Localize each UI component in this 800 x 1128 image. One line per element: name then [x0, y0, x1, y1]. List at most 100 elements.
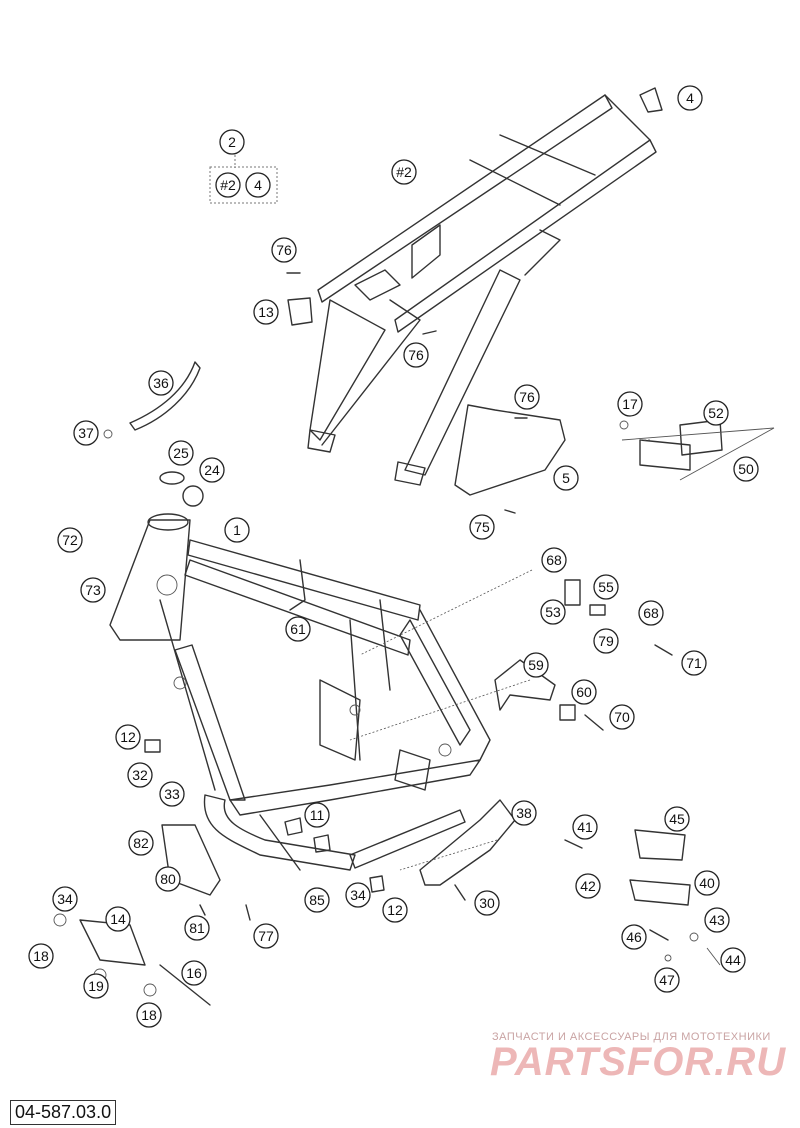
callout-2-frame: #2	[391, 159, 417, 185]
callout-circle	[168, 440, 194, 466]
callout-label: 61	[290, 621, 306, 637]
callout-42: 42	[575, 873, 601, 899]
callout-label: 30	[479, 895, 495, 911]
callout-circle	[541, 547, 567, 573]
callout-circle	[677, 85, 703, 111]
callout-label: 32	[132, 767, 148, 783]
callout-label: 19	[88, 978, 104, 994]
callout-circle	[253, 923, 279, 949]
callout-41: 41	[572, 814, 598, 840]
leader-lines	[234, 155, 650, 871]
callout-46: 46	[621, 924, 647, 950]
callout-71: 71	[681, 650, 707, 676]
callout-label: 4	[686, 90, 694, 106]
callout-circle	[654, 967, 680, 993]
callout-circle	[128, 830, 154, 856]
callout-label: 34	[350, 887, 366, 903]
callout-label: 59	[528, 657, 544, 673]
callout-label: 82	[133, 835, 149, 851]
callout-label: 80	[160, 871, 176, 887]
callout-25: 25	[168, 440, 194, 466]
callout-75: 75	[469, 514, 495, 540]
callout-68-b: 68	[638, 600, 664, 626]
callout-85: 85	[304, 887, 330, 913]
callout-18-b: 18	[136, 1002, 162, 1028]
callout-label: 18	[33, 948, 49, 964]
callout-50: 50	[733, 456, 759, 482]
callout-72: 72	[57, 527, 83, 553]
callout-4-top: 4	[677, 85, 703, 111]
callout-label: 34	[57, 891, 73, 907]
callout-label: 46	[626, 929, 642, 945]
callout-circle	[345, 882, 371, 908]
rear-subframe-drawing	[307, 87, 663, 486]
callout-40: 40	[694, 870, 720, 896]
callout-circle	[540, 599, 566, 625]
callout-circle	[609, 704, 635, 730]
callout-circle	[469, 514, 495, 540]
callout-circle	[593, 574, 619, 600]
callout-38: 38	[511, 800, 537, 826]
callout-label: 13	[258, 304, 274, 320]
callout-label: 1	[233, 522, 241, 538]
callout-label: 53	[545, 604, 561, 620]
callout-label: 12	[120, 729, 136, 745]
callout-12-a: 12	[115, 724, 141, 750]
callout-17: 17	[617, 391, 643, 417]
callout-label: 16	[186, 965, 202, 981]
callout-circle	[553, 465, 579, 491]
callout-label: 76	[519, 389, 535, 405]
group-box-item: 4	[245, 172, 271, 198]
callout-circle	[219, 129, 245, 155]
callout-label: 77	[258, 928, 274, 944]
callout-label: 43	[709, 912, 725, 928]
callout-24: 24	[199, 457, 225, 483]
callout-76-b: 76	[403, 342, 429, 368]
callout-circle	[382, 897, 408, 923]
callout-circle	[681, 650, 707, 676]
callout-circle	[52, 886, 78, 912]
callout-68-a: 68	[541, 547, 567, 573]
callout-34-b: 34	[52, 886, 78, 912]
callout-1: 1	[224, 517, 250, 543]
callout-label: 70	[614, 709, 630, 725]
callout-label: 18	[141, 1007, 157, 1023]
callout-55: 55	[593, 574, 619, 600]
callout-circle	[304, 802, 330, 828]
callout-33: 33	[159, 781, 185, 807]
callout-circle	[224, 517, 250, 543]
callout-82: 82	[128, 830, 154, 856]
callout-circle	[575, 873, 601, 899]
callout-circle	[57, 527, 83, 553]
callout-circle	[593, 628, 619, 654]
callout-label: 47	[659, 972, 675, 988]
main-frame-drawing	[109, 513, 491, 871]
callout-label: #2	[396, 164, 412, 180]
callout-76-c: 76	[514, 384, 540, 410]
callout-circle	[83, 973, 109, 999]
callout-label: 75	[474, 519, 490, 535]
callout-circle	[304, 887, 330, 913]
callout-label: 50	[738, 461, 754, 477]
callout-34-a: 34	[345, 882, 371, 908]
callout-label: 37	[78, 425, 94, 441]
callout-81: 81	[184, 915, 210, 941]
callout-label: 5	[562, 470, 570, 486]
callout-76-a: 76	[271, 237, 297, 263]
callout-11: 11	[304, 802, 330, 828]
callout-circle	[703, 400, 729, 426]
small-parts-drawing	[53, 272, 775, 1006]
group-box-item: #2	[215, 172, 241, 198]
callout-circle	[127, 762, 153, 788]
callout-circle	[403, 342, 429, 368]
callout-label: 33	[164, 786, 180, 802]
callout-16: 16	[181, 960, 207, 986]
callout-80: 80	[155, 866, 181, 892]
callout-circle	[720, 947, 746, 973]
group-box-label: #2	[220, 177, 236, 193]
callout-circle	[73, 420, 99, 446]
callout-circle	[571, 679, 597, 705]
callout-circle	[155, 866, 181, 892]
callout-label: 68	[546, 552, 562, 568]
